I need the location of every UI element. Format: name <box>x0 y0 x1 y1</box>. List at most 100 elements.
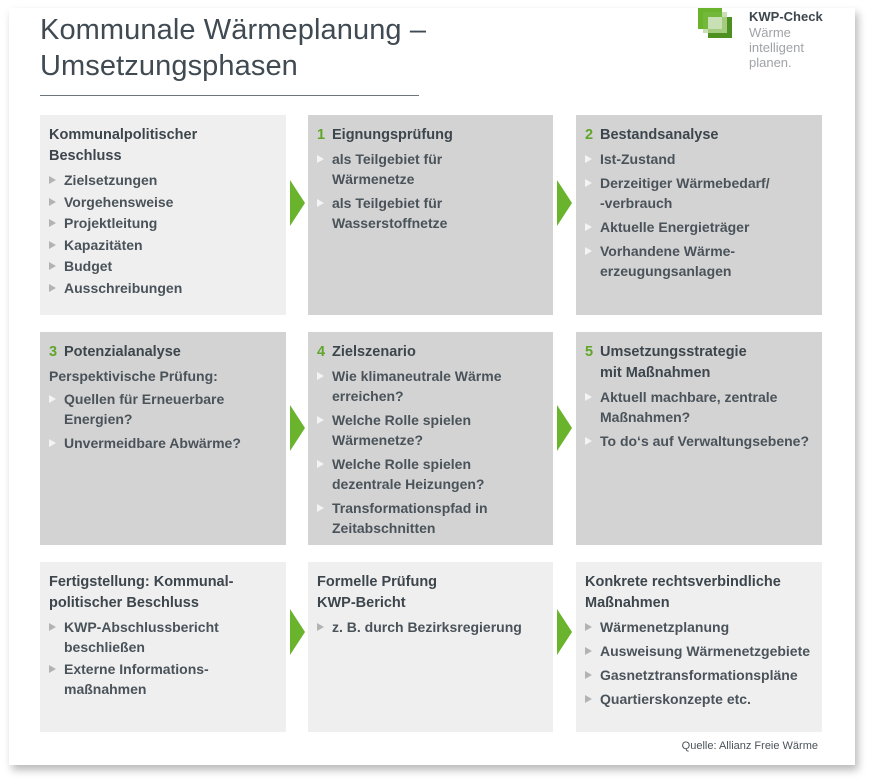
box-subtitle: Perspektivische Prüfung: <box>49 368 218 384</box>
flow-arrow-icon <box>290 180 305 226</box>
triangle-bullet-icon <box>317 623 324 631</box>
list-item: z. B. durch Bezirksregierung <box>317 617 545 637</box>
triangle-bullet-icon <box>49 395 56 403</box>
triangle-bullet-icon <box>49 219 56 227</box>
source-caption: Quelle: Allianz Freie Wärme <box>681 740 818 752</box>
list-item: Derzeitiger Wärmebedarf/-verbrauch <box>585 173 814 213</box>
triangle-bullet-icon <box>585 695 592 703</box>
list-item: Gasnetztransformationspläne <box>585 665 814 685</box>
triangle-bullet-icon <box>317 460 324 468</box>
title-line-1: Kommunale Wärmeplanung – <box>40 14 427 46</box>
brand-tagline-2: intelligent <box>749 40 804 55</box>
triangle-bullet-icon <box>49 240 56 249</box>
phase-number: 4 <box>317 344 326 360</box>
item-list: Ist-Zustand Derzeitiger Wärmebedarf/-ver… <box>585 149 814 281</box>
brand-block: KWP-Check Wärme intelligent planen. <box>749 9 823 70</box>
list-item: Aktuelle Energieträger <box>585 217 814 237</box>
page-title: Kommunale Wärmeplanung – Umsetzungsphase… <box>40 12 426 84</box>
triangle-bullet-icon <box>585 393 592 401</box>
flow-arrow-icon <box>290 405 305 451</box>
triangle-bullet-icon <box>49 283 56 292</box>
list-item: Budget <box>49 256 278 276</box>
phase-number: 2 <box>585 127 594 143</box>
triangle-bullet-icon <box>585 155 592 163</box>
list-item: Externe Informations-maßnahmen <box>49 659 278 699</box>
triangle-bullet-icon <box>585 179 592 187</box>
title-divider <box>40 95 419 96</box>
list-item: Vorhandene Wärme-erzeugungsanlagen <box>585 241 814 281</box>
brand-name: KWP-Check <box>749 9 823 24</box>
title-line-2: Umsetzungsphasen <box>40 50 298 82</box>
flow-arrow-icon <box>557 609 572 655</box>
item-list: Zielsetzungen Vorgehensweise Projektleit… <box>49 170 278 298</box>
list-item: Projektleitung <box>49 213 278 233</box>
triangle-bullet-icon <box>585 437 592 445</box>
triangle-bullet-icon <box>585 223 592 231</box>
phase-number: 5 <box>585 344 594 360</box>
box-title: Fertigstellung: Kommunal-politischer Bes… <box>49 574 234 611</box>
list-item: Ausweisung Wärmenetzgebiete <box>585 641 814 661</box>
triangle-bullet-icon <box>49 664 56 673</box>
flow-arrow-icon <box>290 609 305 655</box>
triangle-bullet-icon <box>317 416 324 424</box>
triangle-bullet-icon <box>49 439 56 447</box>
list-item: Kapazitäten <box>49 235 278 255</box>
triangle-bullet-icon <box>49 262 56 270</box>
triangle-bullet-icon <box>49 176 56 184</box>
flow-arrow-icon <box>557 405 572 451</box>
list-item: Wärmenetzplanung <box>585 617 814 637</box>
triangle-bullet-icon <box>49 197 56 206</box>
list-item: Vorgehensweise <box>49 192 278 212</box>
list-item: Ausschreibungen <box>49 278 278 298</box>
list-item: Zielsetzungen <box>49 170 278 190</box>
triangle-bullet-icon <box>585 647 592 655</box>
list-item: Unvermeidbare Abwärme? <box>49 433 278 453</box>
phase-number: 3 <box>49 344 58 360</box>
triangle-bullet-icon <box>317 372 324 380</box>
triangle-bullet-icon <box>49 623 56 631</box>
triangle-bullet-icon <box>317 155 324 163</box>
phase-number: 1 <box>317 127 326 143</box>
triangle-bullet-icon <box>317 504 324 512</box>
list-item: Quartierskonzepte etc. <box>585 689 814 709</box>
kwp-check-logo-icon <box>698 8 732 38</box>
item-list: Wärmenetzplanung Ausweisung Wärmenetzgeb… <box>585 617 814 709</box>
triangle-bullet-icon <box>317 199 324 207</box>
brand-tagline-1: Wärme <box>749 25 791 40</box>
triangle-bullet-icon <box>585 671 592 679</box>
brand-tagline-3: planen. <box>749 55 792 70</box>
triangle-bullet-icon <box>585 247 592 255</box>
phase-box-fertigstellung: Fertigstellung: Kommunal-politischer Bes… <box>40 562 286 732</box>
item-list: z. B. durch Bezirksregierung <box>317 617 545 637</box>
list-item: To do‘s auf Verwaltungsebene? <box>585 431 814 451</box>
